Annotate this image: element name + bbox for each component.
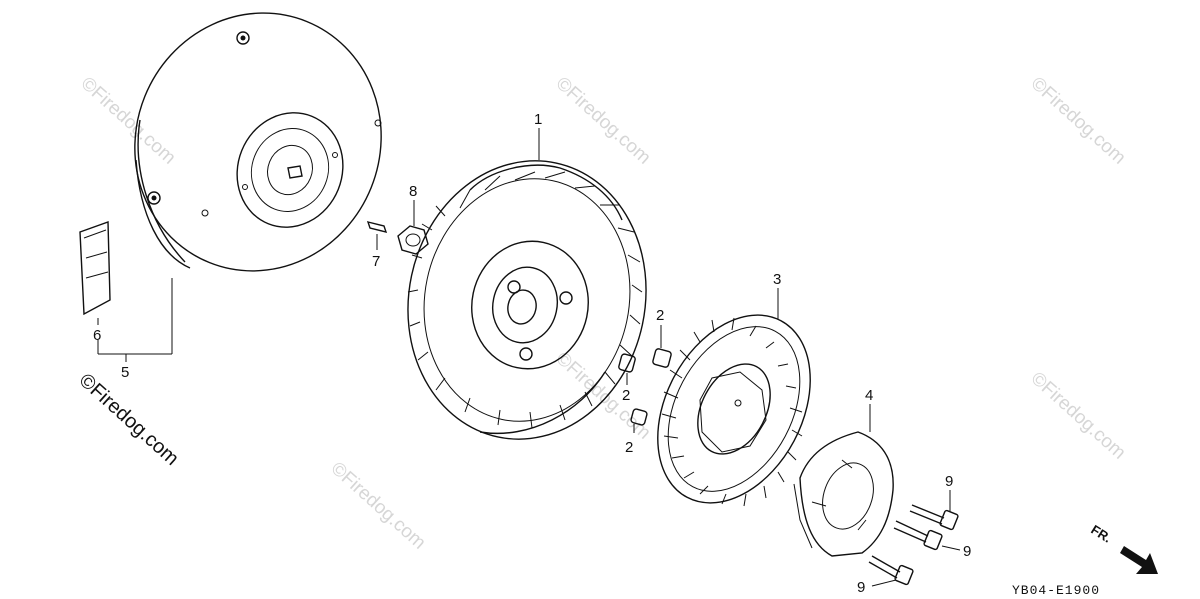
front-arrow-icon [1120, 546, 1158, 574]
callout-2-c: 2 [625, 439, 633, 456]
collar-part-a [652, 325, 672, 368]
copyright-text: ©Firedog.com [75, 369, 183, 470]
callout-6: 6 [93, 327, 101, 344]
plate-drawing [657, 314, 811, 507]
collar-part-b [618, 353, 636, 385]
collars [618, 325, 672, 433]
callout-9-c: 9 [857, 579, 865, 596]
callout-3: 3 [773, 271, 781, 288]
watermark-bottom-left: ©Firedog.com [327, 458, 430, 554]
callout-2-a: 2 [656, 307, 664, 324]
callouts: 1 2 2 2 3 4 5 6 7 8 9 9 9 [93, 111, 971, 596]
callout-1: 1 [534, 111, 542, 128]
callout-9-a: 9 [945, 473, 953, 490]
callout-4: 4 [865, 387, 873, 404]
cooling-fan-drawing [407, 160, 647, 440]
callout-2-b: 2 [622, 387, 630, 404]
nut-part [397, 200, 429, 255]
front-direction-indicator: FR. [1088, 522, 1158, 574]
callout-5: 5 [121, 364, 129, 381]
bolt-part-a [909, 490, 959, 531]
bolt-part-b [893, 520, 961, 551]
bolts [868, 490, 961, 587]
callout-7: 7 [372, 253, 380, 270]
watermark-mid-right: ©Firedog.com [1027, 368, 1130, 464]
key-part [366, 221, 388, 250]
watermark-mid-center: ©Firedog.com [552, 348, 655, 444]
watermarks: ©Firedog.com ©Firedog.com ©Firedog.com ©… [77, 73, 1130, 554]
watermark-top-right: ©Firedog.com [1027, 73, 1130, 169]
label-part [79, 221, 111, 316]
starter-pulley-drawing [793, 431, 894, 557]
bolt-part-c [868, 555, 914, 587]
front-direction-label: FR. [1088, 522, 1114, 546]
diagram-code: YB04-E1900 [1012, 583, 1100, 598]
leader-lines-left [97, 278, 173, 362]
plate-slots [661, 317, 803, 507]
flywheel-assembly-drawing [134, 12, 382, 272]
callout-8: 8 [409, 183, 417, 200]
watermark-top-left: ©Firedog.com [77, 73, 180, 169]
collar-part-c [630, 408, 648, 433]
watermark-top-center: ©Firedog.com [552, 73, 655, 169]
callout-9-b: 9 [963, 543, 971, 560]
